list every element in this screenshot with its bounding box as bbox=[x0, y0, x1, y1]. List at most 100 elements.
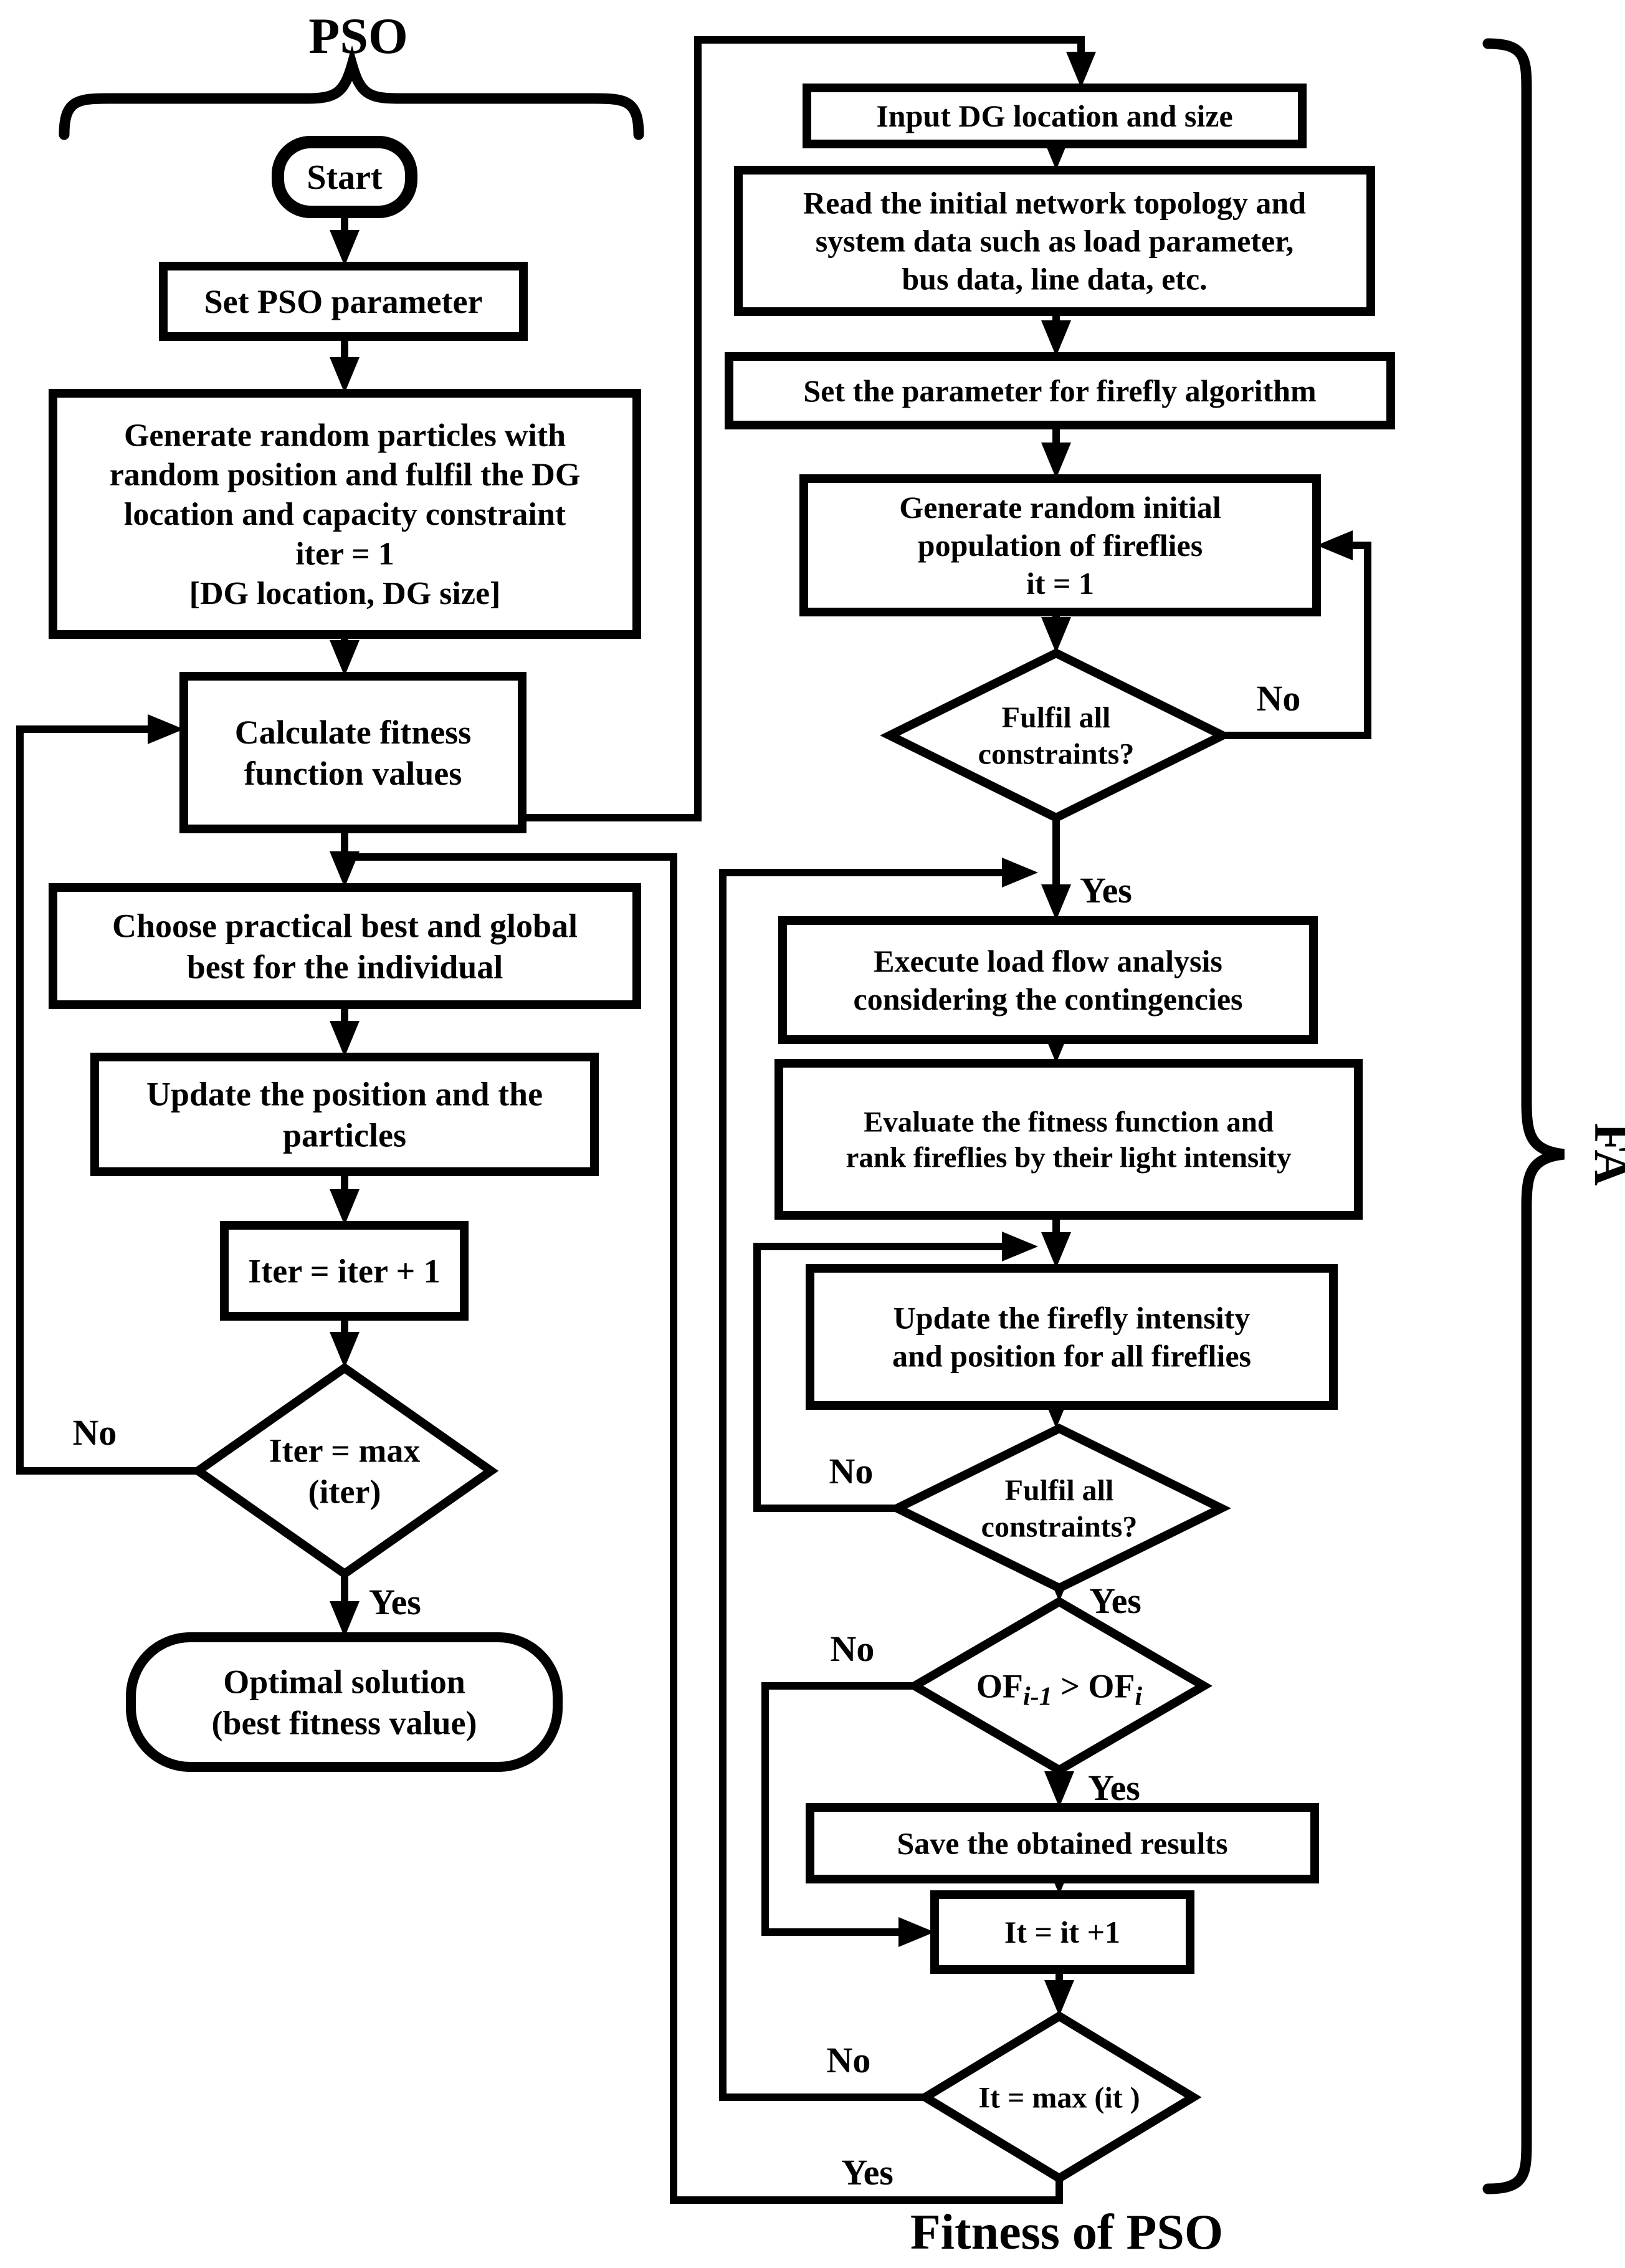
fulfil1-no-loop-arrowhead-icon bbox=[1317, 530, 1353, 560]
iter-to-decision-arrowhead-icon bbox=[330, 1332, 360, 1368]
optimal-solution-text: (best fitness value) bbox=[212, 1704, 477, 1741]
it-increment-text: It = it +1 bbox=[1004, 1915, 1120, 1950]
update-to-iter-arrowhead-icon bbox=[330, 1189, 360, 1225]
edge-fa-return: Yes bbox=[345, 853, 1063, 2204]
iter-increment-text: Iter = iter + 1 bbox=[248, 1252, 440, 1290]
node-it-increment: It = it +1 bbox=[930, 1890, 1194, 1974]
evaluate-fitness-text: Evaluate the fitness function and bbox=[864, 1106, 1274, 1138]
edge-evaluate-to-updateff bbox=[1041, 1215, 1071, 1268]
edge-iter-yes: Yes bbox=[330, 1574, 421, 1637]
of-compare-text: OFi-1 > OFi bbox=[976, 1667, 1143, 1711]
node-evaluate-fitness: Evaluate the fitness function and rank fi… bbox=[774, 1059, 1363, 1220]
read-to-setfa-arrowhead-icon bbox=[1041, 320, 1071, 356]
of-no-loop-arrowhead-icon bbox=[898, 1917, 935, 1947]
set-pso-parameter-shape bbox=[159, 262, 528, 341]
choose-best-text: Choose practical best and global bbox=[112, 907, 578, 944]
edge-label-fa-return: Yes bbox=[841, 2152, 894, 2193]
edge-update-to-iter bbox=[330, 1172, 360, 1225]
update-particles-text: Update the position and the bbox=[146, 1075, 543, 1112]
edge-itmax-no-loop: No bbox=[719, 858, 1038, 2101]
generate-fireflies-text: population of fireflies bbox=[918, 528, 1203, 563]
edge-label-iter-yes: Yes bbox=[369, 1582, 421, 1622]
pso-title: PSO bbox=[308, 7, 407, 64]
node-input-dg: Input DG location and size bbox=[803, 84, 1307, 148]
node-iter-increment: Iter = iter + 1 bbox=[220, 1221, 469, 1321]
iter-max-decision-text: (iter) bbox=[308, 1473, 381, 1510]
edge-fitness-call bbox=[522, 36, 1096, 821]
read-topology-text: system data such as load parameter, bbox=[816, 224, 1294, 259]
edge-of-no-loop: No bbox=[761, 1629, 935, 1947]
evaluate-fitness-text: rank fireflies by their light intensity bbox=[846, 1142, 1292, 1174]
choose-to-update-arrowhead-icon bbox=[330, 1021, 360, 1057]
calculate-fitness-text: Calculate fitness bbox=[235, 714, 471, 751]
node-of-compare: OFi-1 > OFi bbox=[906, 1596, 1213, 1776]
generate-particles-text: [DG location, DG size] bbox=[189, 576, 501, 611]
generate-particles-text: Generate random particles with bbox=[124, 418, 566, 453]
it-max-decision-text: It = max (it ) bbox=[978, 2081, 1140, 2114]
edge-label-itmax-no-loop: No bbox=[827, 2040, 871, 2080]
node-generate-particles: Generate random particles with random pos… bbox=[49, 389, 641, 639]
node-optimal-solution: Optimal solution (best fitness value) bbox=[126, 1632, 563, 1772]
evaluate-fitness-shape bbox=[774, 1059, 1363, 1220]
edge-label-of-yes: Yes bbox=[1088, 1768, 1140, 1808]
edge-iter-no-loop: No bbox=[16, 714, 198, 1475]
edge-label-of-no-loop: No bbox=[831, 1629, 875, 1669]
edge-read-to-setfa bbox=[1041, 312, 1071, 356]
choose-best-text: best for the individual bbox=[187, 948, 503, 985]
edge-label-fulfil2-yes: Yes bbox=[1089, 1581, 1141, 1621]
fulfil2-no-loop-arrowhead-icon bbox=[1002, 1232, 1038, 1261]
iter-increment-shape bbox=[220, 1221, 469, 1321]
calculate-fitness-shape bbox=[179, 672, 527, 833]
update-fireflies-text: and position for all fireflies bbox=[892, 1339, 1251, 1374]
pso-brace-icon bbox=[59, 45, 644, 140]
edge-fulfil1-no-loop: No bbox=[1222, 530, 1371, 739]
setfa-to-genff-arrowhead-icon bbox=[1041, 443, 1071, 479]
itinc-to-itmax-arrowhead-icon bbox=[1044, 1980, 1074, 2016]
node-set-fa-parameter: Set the parameter for firefly algorithm bbox=[725, 352, 1395, 429]
iter-no-loop-arrowhead-icon bbox=[148, 714, 184, 744]
input-dg-text: Input DG location and size bbox=[876, 98, 1232, 133]
of-compare-shape bbox=[906, 1596, 1213, 1776]
edge-choose-to-update bbox=[330, 1005, 360, 1057]
start-text: Start bbox=[307, 158, 383, 197]
fulfil-constraints-2-text: constraints? bbox=[981, 1511, 1138, 1544]
fulfil-constraints-1-text: Fulfil all bbox=[1002, 701, 1111, 734]
node-fulfil-constraints-2: Fulfil all constraints? bbox=[887, 1423, 1231, 1593]
edge-setpso-to-generate bbox=[330, 337, 360, 393]
generate-to-calc-arrowhead-icon bbox=[330, 640, 360, 676]
iter-yes-arrowhead-icon bbox=[330, 1601, 360, 1637]
iter-max-decision-shape bbox=[190, 1362, 499, 1579]
node-iter-max-decision: Iter = max(iter) bbox=[190, 1362, 499, 1579]
it-increment-shape bbox=[930, 1890, 1194, 1974]
input-dg-shape bbox=[803, 84, 1307, 148]
edge-start-to-setpso bbox=[330, 212, 360, 266]
read-topology-text: Read the initial network topology and bbox=[803, 186, 1306, 221]
node-it-max-decision: It = max (it ) bbox=[917, 2011, 1202, 2184]
setpso-to-generate-arrowhead-icon bbox=[330, 357, 360, 393]
generate-fireflies-shape bbox=[799, 474, 1321, 616]
fulfil-constraints-2-shape bbox=[887, 1423, 1231, 1593]
calculate-fitness-text: function values bbox=[244, 755, 462, 792]
of-yes-arrowhead-icon bbox=[1044, 1771, 1074, 1807]
save-results-shape bbox=[806, 1803, 1319, 1883]
set-pso-parameter-text: Set PSO parameter bbox=[204, 283, 483, 320]
fulfil-constraints-2-text: Fulfil all bbox=[1005, 1474, 1114, 1507]
generate-particles-shape bbox=[49, 389, 641, 639]
fa-title: FA bbox=[1584, 1123, 1625, 1186]
fa-brace-icon bbox=[1482, 38, 1565, 2194]
generate-fireflies-text: Generate random initial bbox=[899, 490, 1221, 525]
execute-load-flow-shape bbox=[778, 916, 1318, 1044]
node-set-pso-parameter: Set PSO parameter bbox=[159, 262, 528, 341]
execute-load-flow-text: considering the contingencies bbox=[854, 982, 1243, 1017]
optimal-solution-text: Optimal solution bbox=[223, 1663, 465, 1700]
edge-setfa-to-genff bbox=[1041, 425, 1071, 479]
set-fa-parameter-text: Set the parameter for firefly algorithm bbox=[803, 373, 1316, 408]
node-read-topology: Read the initial network topology andsys… bbox=[734, 166, 1375, 316]
it-max-decision-shape bbox=[917, 2011, 1202, 2184]
edge-label-iter-no-loop: No bbox=[73, 1412, 117, 1453]
generate-particles-text: random position and fulfil the DG bbox=[110, 457, 581, 493]
